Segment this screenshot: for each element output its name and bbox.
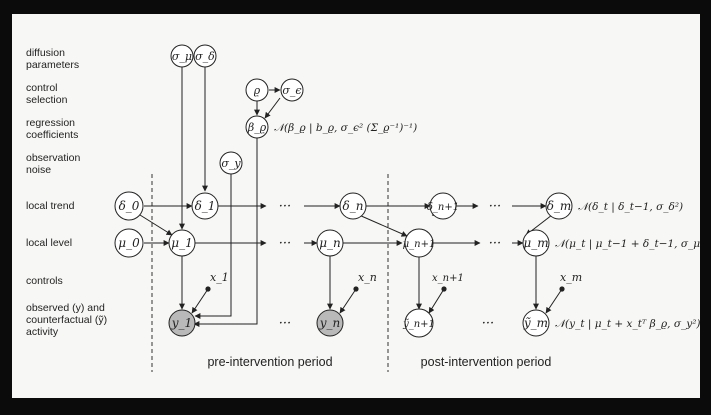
node-delta-1: δ_1 bbox=[191, 192, 219, 220]
control-x-m: x_m bbox=[560, 271, 582, 284]
post-intervention-label: post-intervention period bbox=[421, 355, 552, 369]
node-ytilde-m: ỹ_m bbox=[522, 309, 550, 337]
node-ytilde-m-label: ỹ_m bbox=[523, 316, 548, 330]
node-sigma-mu-label: σ_μ bbox=[172, 50, 192, 63]
node-rho-label: ϱ bbox=[254, 84, 261, 97]
level-ellipsis-pre: ··· bbox=[279, 236, 291, 251]
node-delta-0: δ_0 bbox=[114, 191, 144, 221]
node-mu-1: μ_1 bbox=[168, 229, 196, 257]
node-beta-rho-label: β_ϱ bbox=[247, 121, 267, 134]
equation-beta: 𝒩(β_ϱ | b_ϱ, σ_ϵ² (Σ_ϱ⁻¹)⁻¹) bbox=[274, 122, 417, 135]
node-sigma-y: σ_y bbox=[219, 151, 243, 175]
control-x-n1: x_n+1 bbox=[432, 273, 464, 284]
node-sigma-y-label: σ_y bbox=[221, 157, 241, 170]
equation-observation: 𝒩(y_t | μ_t + x_tᵀ β_ϱ, σ_y²) bbox=[555, 318, 700, 331]
trend-ellipsis-post: ··· bbox=[489, 199, 501, 214]
row-label-observed-2: counterfactual (ỹ) bbox=[26, 314, 107, 326]
node-sigma-delta-label: σ_δ bbox=[195, 50, 215, 63]
obs-ellipsis-post: ··· bbox=[482, 316, 494, 331]
node-delta-1-label: δ_1 bbox=[195, 199, 216, 213]
node-mu-m: μ_m bbox=[522, 229, 550, 257]
obs-ellipsis-pre: ··· bbox=[279, 316, 291, 331]
row-label-observed-3: activity bbox=[26, 326, 59, 338]
node-delta-n-label: δ_n bbox=[343, 199, 364, 213]
node-mu-n1: μ_n+1 bbox=[403, 228, 436, 258]
node-ytilde-n1-label: ỹ_n+1 bbox=[402, 319, 435, 330]
node-delta-n: δ_n bbox=[339, 192, 367, 220]
row-label-control-1: control bbox=[26, 82, 58, 94]
row-label-controls: controls bbox=[26, 275, 63, 287]
node-mu-n1-label: μ_n+1 bbox=[403, 239, 436, 250]
row-label-control-2: selection bbox=[26, 94, 68, 106]
node-delta-m: δ_m bbox=[545, 192, 573, 220]
node-ytilde-n1: ỹ_n+1 bbox=[402, 308, 435, 338]
graphical-model-diagram: diffusion parameters control selection r… bbox=[26, 44, 700, 372]
node-sigma-eps: σ_ϵ bbox=[280, 78, 304, 102]
node-mu-0-label: μ_0 bbox=[118, 236, 140, 250]
node-sigma-mu: σ_μ bbox=[170, 44, 194, 68]
node-mu-n-label: μ_n bbox=[319, 236, 341, 250]
equation-level: 𝒩(μ_t | μ_t−1 + δ_t−1, σ_μ²) bbox=[555, 238, 700, 251]
row-label-diffusion-1: diffusion bbox=[26, 47, 65, 59]
node-delta-m-label: δ_m bbox=[547, 199, 572, 213]
node-sigma-delta: σ_δ bbox=[193, 44, 217, 68]
row-labels: diffusion parameters control selection r… bbox=[26, 47, 107, 338]
node-y-1-label: y_1 bbox=[171, 316, 192, 330]
equation-trend: 𝒩(δ_t | δ_t−1, σ_δ²) bbox=[578, 201, 683, 214]
node-mu-0: μ_0 bbox=[114, 228, 144, 258]
node-rho: ϱ bbox=[245, 78, 269, 102]
level-ellipsis-post: ··· bbox=[489, 236, 501, 251]
row-label-observation-1: observation bbox=[26, 152, 80, 164]
node-y-1: y_1 bbox=[168, 309, 196, 337]
control-dots bbox=[205, 286, 565, 292]
node-mu-n: μ_n bbox=[316, 229, 344, 257]
node-delta-0-label: δ_0 bbox=[119, 199, 140, 213]
row-label-regression-2: coefficients bbox=[26, 129, 78, 141]
node-y-n-label: y_n bbox=[319, 316, 341, 330]
node-sigma-eps-label: σ_ϵ bbox=[282, 84, 301, 97]
row-label-observation-2: noise bbox=[26, 164, 51, 176]
node-delta-n1: δ_n+1 bbox=[427, 192, 459, 220]
pre-intervention-label: pre-intervention period bbox=[207, 355, 332, 369]
row-label-local-trend: local trend bbox=[26, 200, 75, 212]
slide: diffusion parameters control selection r… bbox=[12, 14, 700, 398]
node-delta-n1-label: δ_n+1 bbox=[427, 202, 459, 213]
row-label-observed-1: observed (y) and bbox=[26, 302, 105, 314]
node-beta-rho: β_ϱ bbox=[245, 115, 269, 139]
node-mu-1-label: μ_1 bbox=[171, 236, 192, 250]
trend-ellipsis-pre: ··· bbox=[279, 199, 291, 214]
row-label-diffusion-2: parameters bbox=[26, 59, 79, 71]
row-label-regression-1: regression bbox=[26, 117, 75, 129]
node-y-n: y_n bbox=[316, 309, 344, 337]
node-mu-m-label: μ_m bbox=[523, 236, 548, 250]
control-x-1: x_1 bbox=[210, 271, 229, 284]
row-label-local-level: local level bbox=[26, 237, 72, 249]
control-x-n: x_n bbox=[358, 271, 377, 284]
